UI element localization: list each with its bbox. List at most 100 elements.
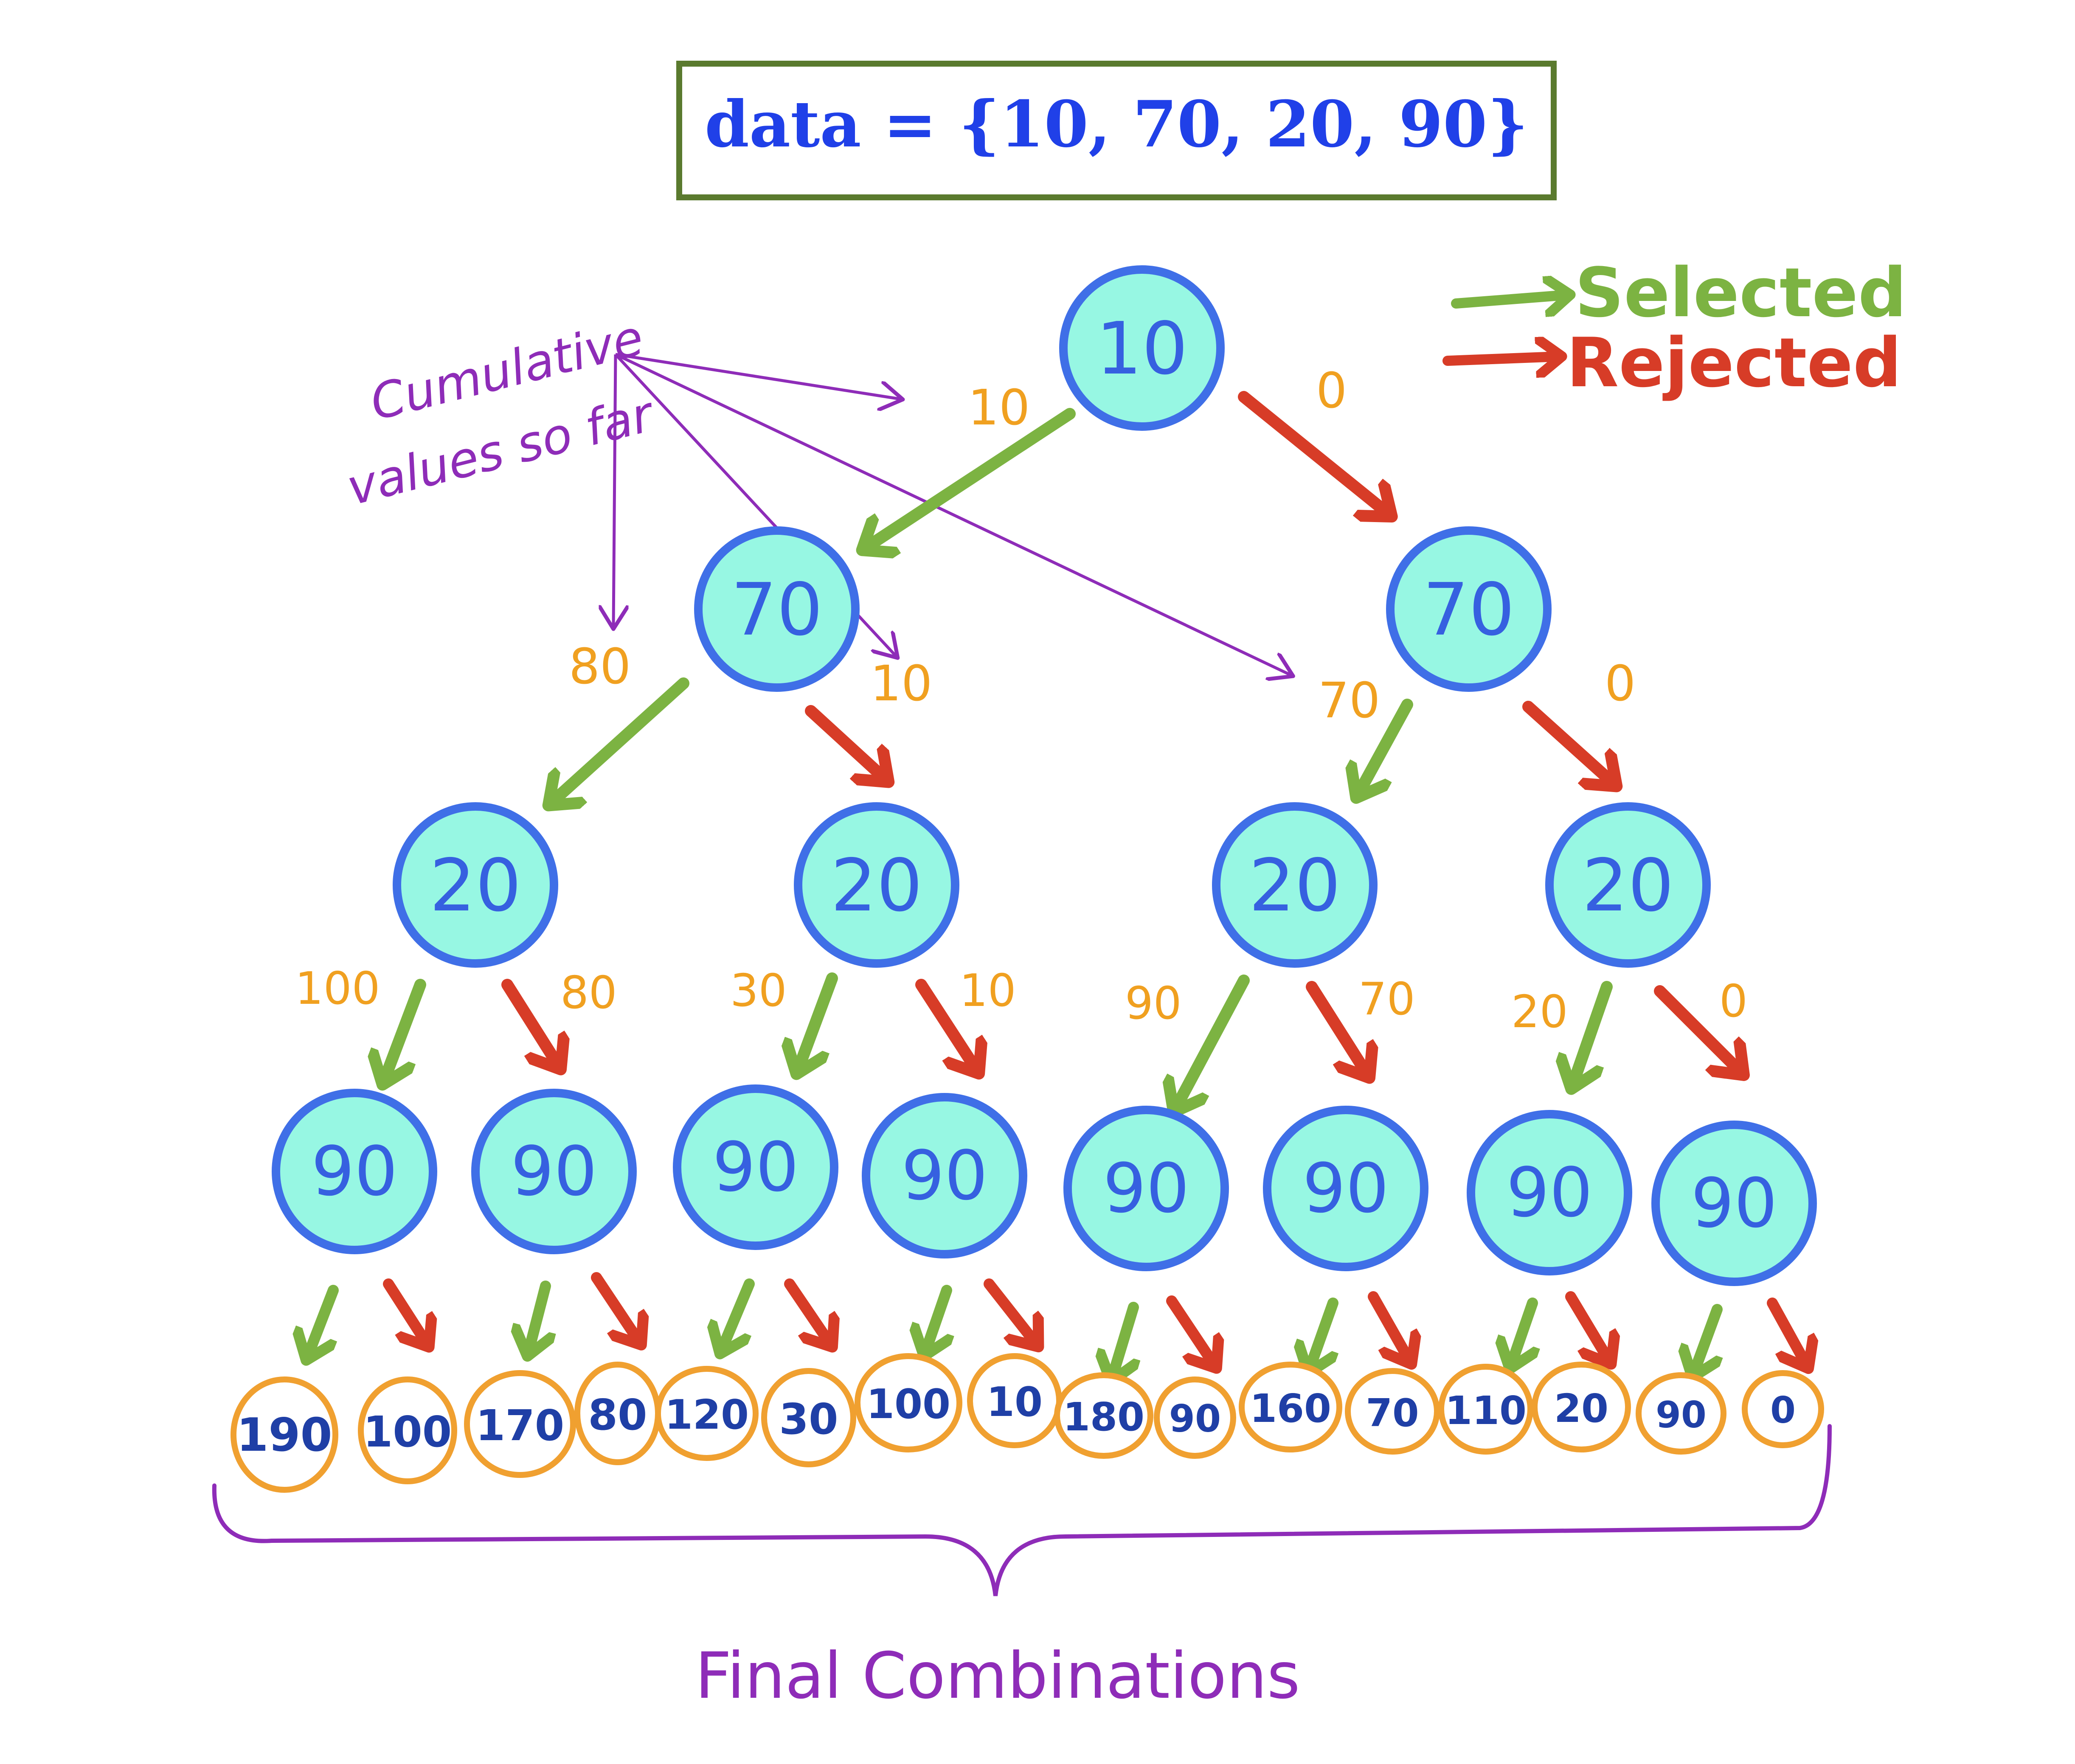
title-text: data = {10, 70, 20, 90} xyxy=(705,87,1528,162)
combination-value: 100 xyxy=(866,1381,950,1428)
node-label: 90 xyxy=(511,1132,597,1211)
node-label: 90 xyxy=(1103,1149,1189,1228)
tree-node: 90 xyxy=(673,1084,838,1250)
edge-label: 20 xyxy=(1511,986,1568,1038)
selected-arrow xyxy=(1358,699,1413,794)
rejected-arrow xyxy=(383,1278,427,1343)
node-label: 20 xyxy=(1582,844,1674,928)
combination-value: 80 xyxy=(588,1390,647,1440)
legend-rejected-arrow xyxy=(1442,357,1558,361)
edge-label: 10 xyxy=(959,965,1016,1017)
rejected-arrow xyxy=(1522,701,1613,783)
edges-level-3: 100 80 30 10 90 70 20 0 xyxy=(295,963,1748,1108)
edge-label: 90 xyxy=(1125,978,1182,1029)
edge-label: 70 xyxy=(1318,672,1380,729)
tree-node: 90 xyxy=(471,1089,637,1254)
combination-leaf: 80 xyxy=(574,1362,661,1465)
tree-node-root: 10 xyxy=(1059,265,1225,431)
node-label: 90 xyxy=(1302,1149,1389,1228)
rejected-arrow xyxy=(1368,1291,1409,1360)
combination-value: 180 xyxy=(1063,1394,1144,1440)
selected-arrow xyxy=(1694,1304,1717,1373)
selected-arrow xyxy=(866,408,1076,548)
selected-arrow xyxy=(798,972,838,1070)
combination-value: 190 xyxy=(236,1409,332,1462)
rejected-arrow xyxy=(1565,1291,1609,1360)
node-label: 20 xyxy=(430,844,521,928)
rejected-arrow xyxy=(1306,981,1367,1074)
edges-level-1: 10 0 xyxy=(866,362,1388,548)
node-label: 70 xyxy=(731,568,823,652)
node-label: 90 xyxy=(712,1127,799,1207)
legend: Selected Rejected xyxy=(1442,253,1906,402)
rejected-arrow xyxy=(1166,1295,1214,1365)
edge-label: 10 xyxy=(968,379,1030,436)
footer-label: Final Combinations xyxy=(695,1639,1300,1713)
combination-value: 160 xyxy=(1250,1386,1331,1431)
annotation-pointer xyxy=(613,354,616,626)
tree-node: 20 xyxy=(1545,802,1711,968)
combination-leaf: 160 xyxy=(1239,1362,1342,1452)
edge-label: 70 xyxy=(1358,973,1415,1025)
node-label: 10 xyxy=(1096,307,1188,391)
rejected-arrow xyxy=(784,1278,830,1343)
rejected-arrow xyxy=(1654,985,1740,1072)
edge-label: 0 xyxy=(1719,975,1748,1027)
combination-value: 170 xyxy=(476,1401,565,1450)
annotation-pointer xyxy=(615,353,1291,675)
selected-arrow xyxy=(925,1285,947,1352)
tree-node: 20 xyxy=(794,802,959,968)
node-label: 90 xyxy=(1691,1163,1777,1243)
combination-value: 20 xyxy=(1554,1386,1608,1431)
edge-label: 0 xyxy=(1316,362,1347,419)
selected-arrow xyxy=(1112,1302,1133,1377)
selected-arrow xyxy=(308,1285,339,1356)
tree-node: 70 xyxy=(1386,526,1552,692)
edges-level-4 xyxy=(308,1272,1806,1377)
combination-leaf: 120 xyxy=(655,1366,759,1461)
combination-value: 30 xyxy=(779,1394,838,1444)
rejected-arrow xyxy=(805,705,885,779)
edge-label: 100 xyxy=(295,963,380,1014)
legend-selected-label: Selected xyxy=(1575,253,1906,332)
title-border xyxy=(676,61,1557,200)
selected-arrow xyxy=(529,1281,545,1352)
tree-node: 20 xyxy=(1212,802,1378,968)
selected-arrow xyxy=(1573,981,1613,1084)
combination-value: 120 xyxy=(665,1392,749,1438)
tree-node: 90 xyxy=(862,1093,1027,1258)
selected-arrow xyxy=(1511,1298,1532,1365)
combination-leaf: 30 xyxy=(761,1368,856,1467)
node-label: 90 xyxy=(901,1136,988,1215)
combination-leaf: 100 xyxy=(358,1376,457,1484)
node-label: 70 xyxy=(1423,568,1515,652)
combination-value: 100 xyxy=(363,1407,452,1457)
node-label: 90 xyxy=(311,1132,398,1211)
edge-label: 80 xyxy=(569,638,631,695)
rejected-arrow xyxy=(1767,1298,1806,1365)
tree-node: 70 xyxy=(694,526,860,692)
combination-value: 70 xyxy=(1366,1391,1419,1435)
combination-leaf: 0 xyxy=(1742,1370,1824,1448)
rejected-arrow xyxy=(591,1272,639,1341)
combination-value: 110 xyxy=(1445,1388,1527,1433)
legend-selected-arrow xyxy=(1451,295,1566,303)
combination-value: 10 xyxy=(987,1379,1043,1426)
selected-arrow xyxy=(1176,975,1250,1108)
selected-arrow xyxy=(1310,1298,1333,1369)
tree-node: 90 xyxy=(1063,1106,1229,1271)
rejected-arrow xyxy=(1238,391,1388,514)
edge-label: 10 xyxy=(870,655,932,712)
edge-label: 80 xyxy=(560,967,617,1019)
combination-leaf: 110 xyxy=(1438,1364,1533,1455)
tree-node: 20 xyxy=(393,802,558,968)
rejected-arrow xyxy=(984,1278,1036,1343)
combination-value: 90 xyxy=(1169,1397,1221,1441)
legend-rejected-label: Rejected xyxy=(1566,323,1901,402)
title-box: data = {10, 70, 20, 90} xyxy=(676,61,1557,200)
rejected-arrow xyxy=(915,979,976,1070)
combination-leaf: 170 xyxy=(464,1370,576,1478)
tree-node: 90 xyxy=(1263,1106,1428,1271)
edge-label: 0 xyxy=(1605,655,1636,712)
selected-arrow xyxy=(722,1278,755,1350)
